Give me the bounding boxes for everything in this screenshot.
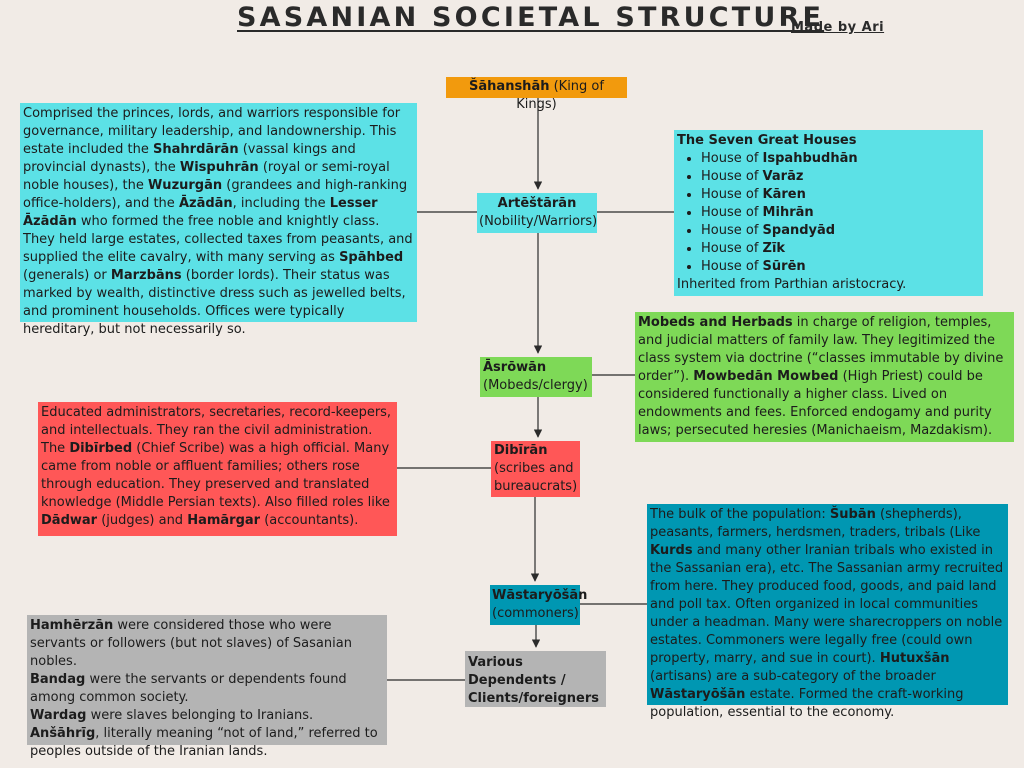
- bold-term: Clients/foreigners: [468, 691, 600, 706]
- text-run: , literally meaning “not of land,” refer…: [30, 726, 378, 759]
- bold-term: Dibīrbed: [69, 441, 133, 456]
- house-list-item: House of Ispahbudhān: [701, 150, 980, 168]
- bold-term: Šāhanshāh: [469, 79, 550, 94]
- bold-term: Various Dependents /: [468, 655, 566, 688]
- bold-term: Mowbedān Mowbed: [693, 369, 839, 384]
- description-commoners: The bulk of the population: Šubān (sheph…: [647, 504, 1008, 720]
- bold-term: Shahrdārān: [153, 142, 239, 157]
- houses-heading: The Seven Great Houses: [677, 133, 857, 148]
- text-run: (grandees and high-ranking office-holder…: [23, 178, 408, 211]
- house-list-item: House of Sūrēn: [701, 258, 980, 276]
- house-name: Ispahbudhān: [762, 151, 858, 166]
- bold-term: Wāstaryōšān: [492, 588, 588, 603]
- node-commoners: Wāstaryōšān (commoners): [490, 585, 587, 625]
- house-prefix: House of: [701, 205, 763, 220]
- house-prefix: House of: [701, 241, 763, 256]
- text-run: (King of Kings): [516, 79, 604, 112]
- text-run: (scribes and: [494, 461, 574, 476]
- text-run: , including the: [232, 196, 330, 211]
- text-run: (vassal kings and provincial dynasts), t…: [23, 142, 356, 175]
- bold-term: Šubān: [829, 507, 876, 522]
- bold-term: Āzādān: [178, 196, 233, 211]
- house-name: Zīk: [762, 241, 786, 256]
- list-seven-great-houses: The Seven Great Houses House of Ispahbud…: [674, 130, 983, 296]
- text-run: estate. Formed the craft-working populat…: [650, 687, 964, 720]
- text-run: (judges) and: [97, 513, 188, 528]
- node-nobility-warriors: Artēštārān (Nobility/Warriors): [477, 193, 597, 233]
- bold-term: Hutuxšān: [879, 651, 950, 666]
- node-dependents: Various Dependents / Clients/foreigners: [465, 651, 606, 707]
- text-run: (Chief Scribe) was a high official. Many…: [41, 441, 390, 510]
- house-name: Kāren: [762, 187, 806, 202]
- description-dependents: Hamhērzān were considered those who were…: [27, 615, 387, 759]
- bold-term: Wuzurgān: [147, 178, 223, 193]
- bold-term: Mobeds and Herbads: [638, 315, 793, 330]
- houses-footer: Inherited from Parthian aristocracy.: [677, 277, 907, 292]
- bold-term: Artēštārān: [497, 196, 577, 211]
- text-run: (Nobility/Warriors): [479, 214, 598, 229]
- house-prefix: House of: [701, 187, 763, 202]
- description-clergy: Mobeds and Herbads in charge of religion…: [635, 312, 1014, 442]
- bold-term: Wāstaryōšān: [650, 687, 746, 702]
- house-name: Sūrēn: [762, 259, 806, 274]
- bold-term: Dādwar: [41, 513, 98, 528]
- node-scribes: Dibīrān (scribes and bureaucrats): [491, 441, 580, 497]
- text-run: Educated administrators, secretaries, re…: [41, 405, 392, 456]
- text-run: (shepherds), peasants, farmers, herdsmen…: [650, 507, 981, 540]
- bold-term: Hamhērzān: [30, 618, 114, 633]
- author-credit: Made by Ari: [791, 20, 885, 35]
- text-run: (generals) or: [23, 268, 111, 283]
- houses-list: House of IspahbudhānHouse of VarāzHouse …: [677, 150, 980, 276]
- bold-term: Āsrōwān: [483, 360, 547, 375]
- text-run: (royal or semi-royal noble houses), the: [23, 160, 390, 193]
- text-run: (border lords). Their status was marked …: [23, 268, 406, 337]
- bold-term: Kurds: [650, 543, 693, 558]
- house-list-item: House of Mihrān: [701, 204, 980, 222]
- house-prefix: House of: [701, 223, 763, 238]
- bold-term: Spāhbed: [339, 250, 404, 265]
- node-clergy: Āsrōwān (Mobeds/clergy): [480, 357, 592, 397]
- text-run: were the servants or dependents found am…: [30, 672, 347, 705]
- house-name: Spandyād: [762, 223, 836, 238]
- bold-term: Lesser Āzādān: [23, 196, 378, 229]
- house-name: Varāz: [762, 169, 804, 184]
- text-run: The bulk of the population:: [650, 507, 830, 522]
- house-list-item: House of Kāren: [701, 186, 980, 204]
- text-run: (Mobeds/clergy): [483, 378, 588, 393]
- description-scribes: Educated administrators, secretaries, re…: [38, 402, 397, 536]
- house-list-item: House of Zīk: [701, 240, 980, 258]
- house-prefix: House of: [701, 169, 763, 184]
- bold-term: Dibīrān: [494, 443, 548, 458]
- text-run: and many other Iranian tribals who exist…: [650, 543, 1004, 666]
- text-run: were slaves belonging to Iranians.: [86, 708, 314, 723]
- text-run: Comprised the princes, lords, and warrio…: [23, 106, 401, 157]
- text-run: were considered those who were servants …: [30, 618, 352, 669]
- house-prefix: House of: [701, 259, 763, 274]
- text-run: (artisans) are a sub-category of the bro…: [650, 669, 936, 684]
- text-run: (accountants).: [260, 513, 359, 528]
- text-run: who formed the free noble and knightly c…: [23, 214, 413, 265]
- house-name: Mihrān: [762, 205, 814, 220]
- text-run: (commoners): [492, 606, 579, 621]
- text-run: bureaucrats): [494, 479, 578, 494]
- house-list-item: House of Spandyād: [701, 222, 980, 240]
- node-king-of-kings: Šāhanshāh (King of Kings): [446, 77, 627, 112]
- house-prefix: House of: [701, 151, 763, 166]
- bold-term: Anšāhrīg: [30, 726, 96, 741]
- bold-term: Wispuhrān: [179, 160, 259, 175]
- page-title: SASANIAN SOCIETAL STRUCTURE: [237, 2, 825, 33]
- description-nobility: Comprised the princes, lords, and warrio…: [20, 103, 417, 337]
- house-list-item: House of Varāz: [701, 168, 980, 186]
- bold-term: Wardag: [30, 708, 87, 723]
- text-run: (High Priest) could be considered functi…: [638, 369, 993, 438]
- bold-term: Bandag: [30, 672, 86, 687]
- bold-term: Hamārgar: [187, 513, 261, 528]
- text-run: in charge of religion, temples, and judi…: [638, 315, 1004, 384]
- bold-term: Marzbāns: [110, 268, 182, 283]
